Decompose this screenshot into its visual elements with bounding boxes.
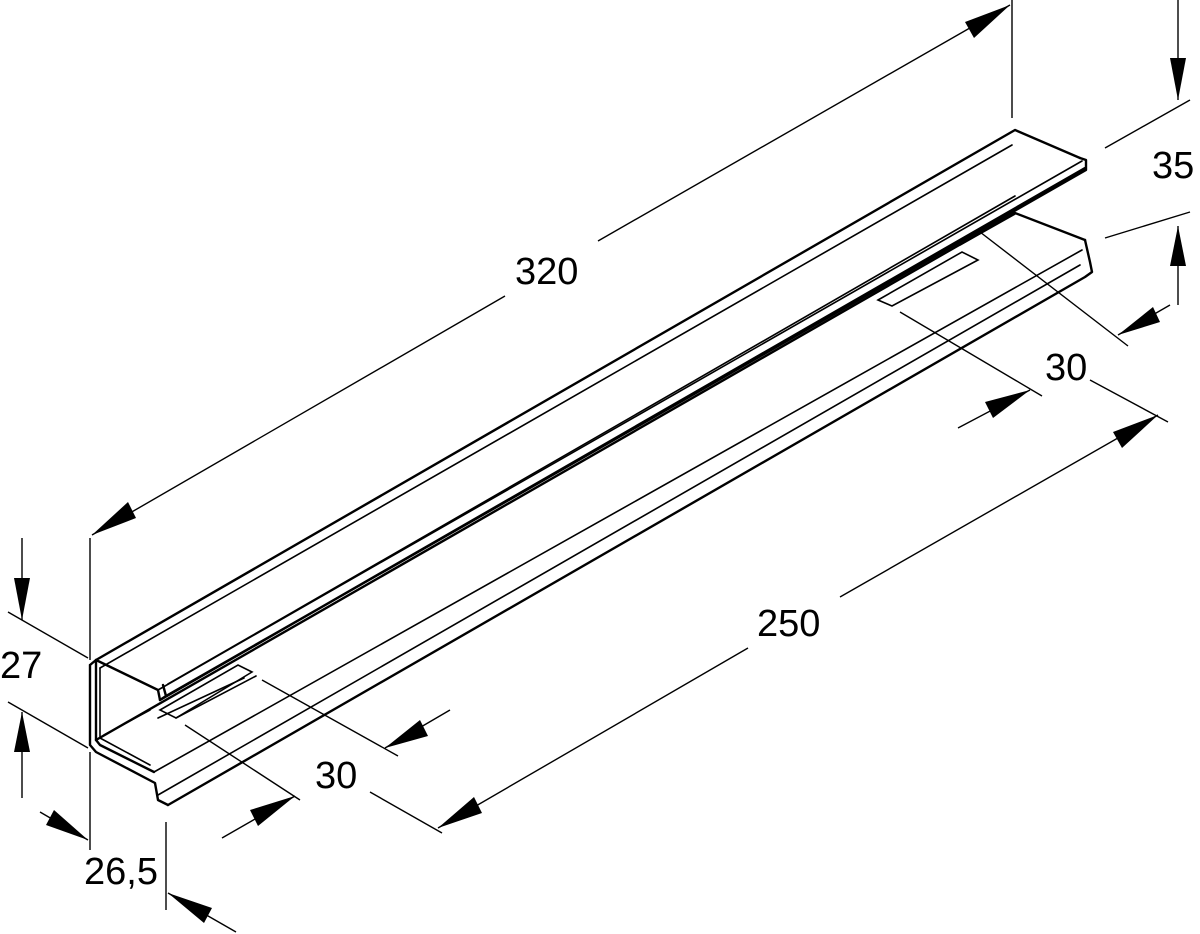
ext-line-250-left <box>369 791 443 834</box>
arrowhead-26-5-right <box>168 893 212 923</box>
ext-line-30-rear-a <box>979 231 1129 347</box>
dim-label-30-front: 30 <box>315 755 357 797</box>
slot-front-lower <box>157 675 257 719</box>
dim-label-27: 27 <box>0 645 42 687</box>
dimension-250: 250 <box>369 379 1169 834</box>
top-flange-back-edge <box>94 128 1082 662</box>
arrowhead-30-rear-a <box>1118 307 1160 335</box>
ext-line-30-front-a <box>261 679 399 757</box>
arrowhead-250-right <box>1113 415 1158 448</box>
slot-rear-upper <box>876 251 980 307</box>
dimension-35: 35 <box>1104 0 1194 305</box>
top-flange-front-lip <box>158 156 1088 702</box>
arrowhead-30-front-b <box>250 796 295 826</box>
ext-line-35-top <box>1104 99 1191 149</box>
ext-line-35-bottom <box>1104 211 1191 239</box>
ext-line-30-rear-b <box>899 311 1043 397</box>
arrowhead-27-top <box>14 578 30 620</box>
dim-label-30-rear: 30 <box>1045 347 1087 389</box>
arrowhead-35-bottom <box>1170 226 1186 266</box>
ext-line-30-front-b <box>184 724 301 801</box>
bottom-flange-back-edge <box>94 211 1087 742</box>
ext-line-27-bottom <box>7 701 89 749</box>
dimension-27: 27 <box>0 538 89 798</box>
arrowhead-26-5-left <box>46 810 88 840</box>
arrowhead-250-left <box>438 797 482 828</box>
dim-line-320-b <box>597 4 1011 242</box>
profile-part <box>88 128 1094 807</box>
web-line-2 <box>99 144 1013 669</box>
dimension-30-front: 30 <box>184 679 451 839</box>
web-line-1 <box>167 195 1016 685</box>
slot-front-upper <box>158 664 254 719</box>
slot-rear-lower <box>959 213 1016 246</box>
profile-end-section <box>88 658 170 807</box>
ext-line-250-right <box>1089 379 1169 423</box>
dim-line-250-a <box>437 647 749 829</box>
dim-line-320-a <box>91 295 506 536</box>
arrowhead-30-front-a <box>385 720 428 748</box>
bottom-flange-fold <box>153 249 1083 796</box>
dim-line-250-b <box>839 414 1159 598</box>
arrowhead-320-right <box>965 5 1010 38</box>
bottom-flange-front-edge <box>166 238 1094 807</box>
dim-label-35: 35 <box>1152 145 1194 187</box>
dim-label-26-5: 26,5 <box>84 851 158 893</box>
arrowhead-35-top <box>1170 58 1186 100</box>
arrowhead-30-rear-b <box>985 390 1030 418</box>
dim-label-320: 320 <box>515 251 578 293</box>
dimension-26-5: 26,5 <box>39 752 237 933</box>
arrowhead-320-left <box>92 502 136 535</box>
dimension-30-rear: 30 <box>899 231 1171 429</box>
arrowhead-27-bottom <box>14 712 30 752</box>
dim-label-250: 250 <box>757 603 820 645</box>
dimension-320: 320 <box>89 0 1013 660</box>
